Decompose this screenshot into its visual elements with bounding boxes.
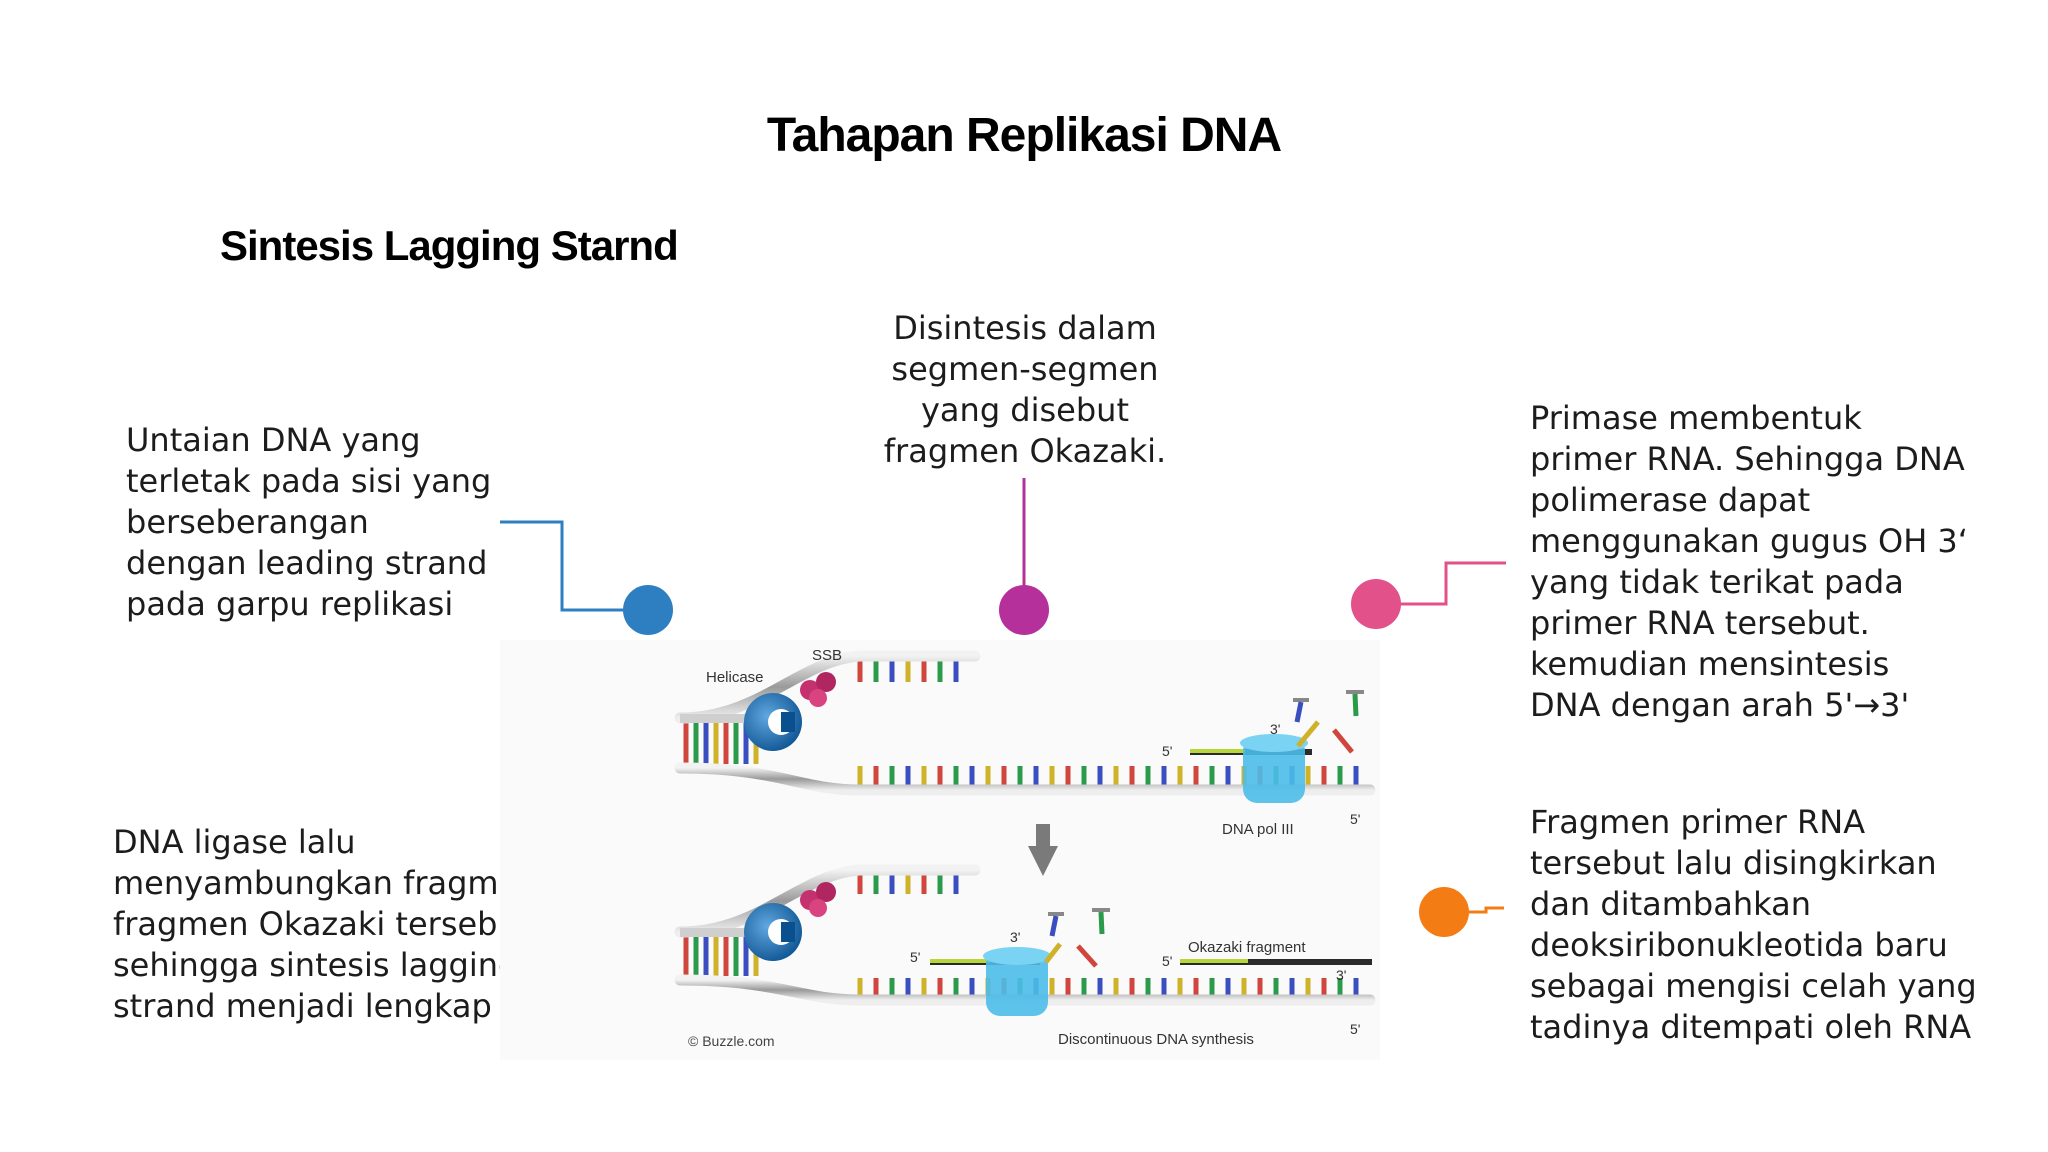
connector-left-top — [500, 520, 640, 612]
helicase-icon — [744, 693, 802, 751]
marker-dot-magenta — [999, 585, 1049, 635]
label-dna-pol-iii: DNA pol III — [1222, 821, 1294, 838]
marker-dot-blue — [623, 585, 673, 635]
replication-fork-bottom: 5' 3' 5' Okazaki fragment 3' Discontinuo… — [674, 864, 1376, 1048]
ssb-proteins-icon — [800, 882, 836, 917]
section-subtitle: Sintesis Lagging Starnd — [220, 222, 679, 269]
marker-dot-orange — [1419, 887, 1469, 937]
label-helicase: Helicase — [706, 669, 764, 686]
label-5prime-bottom-c: 5' — [1350, 1021, 1360, 1037]
helicase-icon — [744, 903, 802, 961]
note-lagging-strand-definition: Untaian DNA yang terletak pada sisi yang… — [126, 421, 492, 623]
label-discontinuous-synthesis: Discontinuous DNA synthesis — [1058, 1031, 1254, 1048]
down-arrow-icon — [1028, 824, 1058, 876]
label-5prime-top-b: 5' — [1350, 811, 1360, 827]
label-5prime-bottom-a: 5' — [910, 949, 920, 965]
label-3prime-bottom-a: 3' — [1010, 929, 1020, 945]
lower-strand-backbone-top — [674, 762, 1376, 796]
parental-duplex-upper-bottom — [680, 928, 790, 937]
note-dna-ligase: DNA ligase lalu menyambungkan fragmen- f… — [113, 823, 551, 1025]
free-nucleotides-bottom — [1044, 908, 1110, 968]
label-5prime-bottom-b: 5' — [1162, 953, 1172, 969]
connector-right-top — [1376, 561, 1506, 606]
label-3prime-top: 3' — [1270, 721, 1280, 737]
label-3prime-bottom-b: 3' — [1336, 967, 1346, 983]
label-okazaki-fragment: Okazaki fragment — [1188, 939, 1306, 956]
dna-polymerase-top-icon — [1240, 734, 1308, 803]
connector-right-bottom — [1468, 906, 1504, 914]
free-nucleotides-top — [1293, 690, 1364, 754]
base-pairs-top — [683, 660, 1359, 786]
replication-fork-top: Helicase SSB 5' 3' DNA pol III 5' — [674, 647, 1376, 838]
lower-strand-backbone-bottom — [674, 974, 1376, 1006]
label-5prime-top-a: 5' — [1162, 743, 1172, 759]
parental-duplex-upper-top — [680, 714, 790, 723]
label-ssb: SSB — [812, 647, 842, 664]
note-primer-removal: Fragmen primer RNA tersebut lalu disingk… — [1530, 803, 1977, 1046]
marker-dot-pink — [1351, 579, 1401, 629]
note-okazaki-segments: Disintesis dalam segmen-segmen yang dise… — [883, 309, 1167, 470]
image-credit: © Buzzle.com — [688, 1033, 775, 1049]
note-primase: Primase membentuk primer RNA. Sehingga D… — [1530, 399, 1968, 724]
dna-polymerase-bottom-icon — [983, 947, 1051, 1016]
page-title: Tahapan Replikasi DNA — [766, 109, 1282, 162]
ssb-proteins-icon — [800, 672, 836, 707]
